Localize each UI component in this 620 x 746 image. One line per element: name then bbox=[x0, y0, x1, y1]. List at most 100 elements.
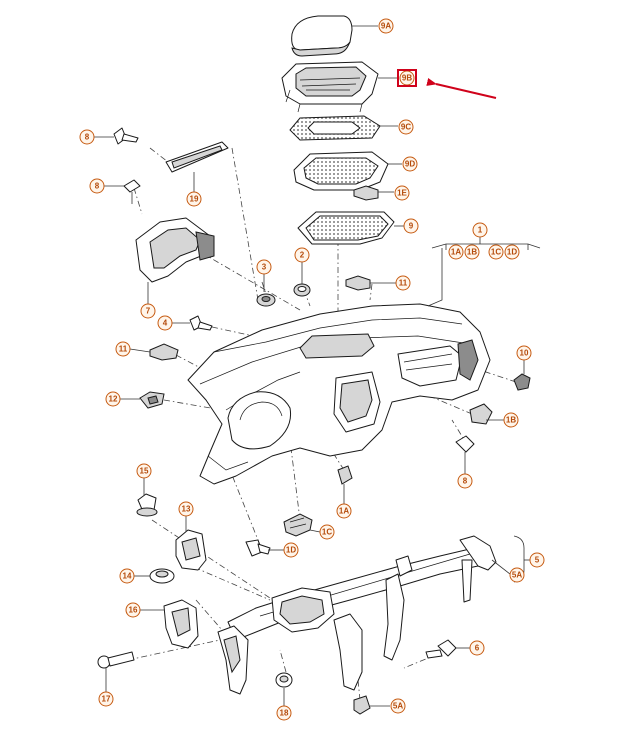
part-19-vent-trim bbox=[165, 141, 229, 173]
part-1e-clip bbox=[353, 185, 379, 201]
part-9-grille bbox=[297, 211, 395, 245]
callout-9c: 9C bbox=[398, 119, 414, 135]
part-10-fastener bbox=[513, 373, 531, 391]
callout-9d: 9D bbox=[402, 156, 418, 172]
highlight-box bbox=[397, 69, 417, 87]
red-arrow-icon bbox=[426, 78, 497, 99]
part-9a-cover bbox=[291, 15, 353, 57]
part-11-clip-upper bbox=[345, 275, 371, 291]
svg-text:11: 11 bbox=[399, 279, 408, 288]
svg-text:14: 14 bbox=[123, 572, 132, 581]
part-1a-clip bbox=[337, 465, 353, 485]
svg-text:8: 8 bbox=[95, 182, 100, 191]
part-1b-bracket bbox=[469, 403, 493, 425]
callout-9: 9 bbox=[403, 218, 419, 234]
callout-5a-right: 5A bbox=[509, 567, 525, 583]
part-9b-bezel bbox=[281, 61, 379, 113]
svg-text:12: 12 bbox=[109, 395, 118, 404]
callout-18: 18 bbox=[276, 705, 292, 721]
callout-5: 5 bbox=[529, 552, 545, 568]
callout-1b-top: 1B bbox=[464, 244, 480, 260]
part-2-grommet bbox=[293, 283, 311, 297]
part-8-screw-lower bbox=[455, 435, 475, 466]
callout-16: 16 bbox=[125, 602, 141, 618]
callout-labels: 9A 9B 9C 9D 1E 9 1 1A 1B 1C 1D 8 19 8 7 … bbox=[79, 18, 545, 721]
svg-text:1: 1 bbox=[478, 226, 483, 235]
callout-1a-top: 1A bbox=[448, 244, 464, 260]
svg-text:5A: 5A bbox=[393, 702, 403, 711]
callout-1a-mid: 1A bbox=[336, 503, 352, 519]
leader-lines bbox=[94, 25, 525, 707]
svg-text:13: 13 bbox=[182, 505, 191, 514]
callout-4: 4 bbox=[157, 315, 173, 331]
callout-1b-right: 1B bbox=[503, 412, 519, 428]
svg-text:4: 4 bbox=[163, 319, 168, 328]
svg-text:10: 10 bbox=[520, 349, 529, 358]
svg-text:8: 8 bbox=[463, 477, 468, 486]
svg-text:17: 17 bbox=[102, 695, 111, 704]
svg-text:9B: 9B bbox=[402, 74, 412, 83]
callout-9a: 9A bbox=[378, 18, 394, 34]
callout-1c-mid: 1C bbox=[319, 524, 335, 540]
callout-13: 13 bbox=[178, 501, 194, 517]
part-5-cross-member bbox=[217, 535, 497, 695]
svg-text:18: 18 bbox=[280, 709, 289, 718]
part-3-grommet bbox=[256, 293, 276, 307]
part-13-bracket bbox=[175, 529, 207, 571]
callout-11-upper: 11 bbox=[395, 275, 411, 291]
svg-text:1C: 1C bbox=[491, 248, 501, 257]
callout-1e: 1E bbox=[394, 185, 410, 201]
part-16-bracket bbox=[163, 599, 199, 649]
callout-10: 10 bbox=[516, 345, 532, 361]
callout-15: 15 bbox=[136, 463, 152, 479]
part-8-screw-middle bbox=[123, 179, 141, 204]
callout-8-upper: 8 bbox=[79, 129, 95, 145]
svg-text:9A: 9A bbox=[381, 22, 391, 31]
part-6-bolt bbox=[425, 639, 457, 659]
callout-2: 2 bbox=[294, 247, 310, 263]
svg-text:1E: 1E bbox=[397, 189, 407, 198]
part-11-clip-left bbox=[149, 343, 179, 361]
svg-text:11: 11 bbox=[119, 345, 128, 354]
svg-text:1A: 1A bbox=[451, 248, 461, 257]
svg-text:16: 16 bbox=[129, 606, 138, 615]
svg-text:6: 6 bbox=[475, 644, 480, 653]
part-9d-grille-frame bbox=[293, 151, 389, 191]
callout-8-lower: 8 bbox=[457, 473, 473, 489]
callout-11-left: 11 bbox=[115, 341, 131, 357]
svg-text:7: 7 bbox=[146, 307, 151, 316]
callout-5a-bottom: 5A bbox=[390, 698, 406, 714]
part-1c-clip bbox=[283, 513, 313, 537]
svg-text:5A: 5A bbox=[512, 571, 522, 580]
callout-17: 17 bbox=[98, 691, 114, 707]
part-1-dashboard bbox=[187, 303, 491, 485]
svg-text:19: 19 bbox=[190, 195, 199, 204]
callout-9b: 9B bbox=[399, 70, 415, 86]
svg-text:1B: 1B bbox=[467, 248, 477, 257]
part-15-bolt bbox=[136, 493, 158, 517]
svg-text:2: 2 bbox=[300, 251, 305, 260]
part-4-bolt bbox=[189, 315, 213, 331]
callout-12: 12 bbox=[105, 391, 121, 407]
callout-1c-top: 1C bbox=[488, 244, 504, 260]
callout-14: 14 bbox=[119, 568, 135, 584]
callout-7: 7 bbox=[140, 303, 156, 319]
bracket-1 bbox=[427, 232, 541, 307]
svg-text:9C: 9C bbox=[401, 123, 411, 132]
highlight-indicator bbox=[397, 69, 497, 99]
part-18-nut bbox=[275, 672, 293, 688]
part-7-side-duct bbox=[135, 217, 215, 283]
part-17-bolt bbox=[97, 651, 135, 669]
part-8-screw-upper bbox=[113, 127, 139, 145]
part-1d-bolt bbox=[245, 539, 271, 557]
callout-3: 3 bbox=[256, 259, 272, 275]
svg-text:3: 3 bbox=[262, 263, 267, 272]
callout-19: 19 bbox=[186, 191, 202, 207]
callout-1d-mid: 1D bbox=[283, 542, 299, 558]
svg-text:1D: 1D bbox=[286, 546, 296, 555]
callout-1: 1 bbox=[472, 222, 488, 238]
svg-text:9: 9 bbox=[409, 222, 414, 231]
svg-text:1B: 1B bbox=[506, 416, 516, 425]
